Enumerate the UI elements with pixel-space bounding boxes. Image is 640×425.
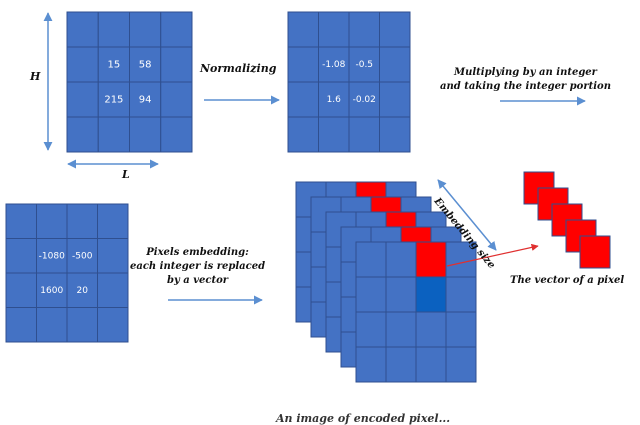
original-pixel-cell [66, 81, 99, 118]
multiplying-label: Multiplying by an integer and taking the… [440, 66, 611, 94]
multiplying-label-line2: and taking the integer portion [440, 81, 611, 92]
pixel-vector-stack [523, 171, 611, 269]
normalized-pixel-value: 1.6 [327, 95, 342, 105]
original-pixel-cell [160, 81, 193, 118]
integer-pixel-value: -1080 [39, 251, 65, 261]
embedded-image-stack [295, 181, 477, 383]
original-pixel-cell [97, 46, 130, 83]
normalized-pixel-cell [379, 46, 411, 83]
embedded-cell [355, 311, 387, 348]
multiplying-label-line1: Multiplying by an integer [454, 67, 597, 78]
original-pixel-cell [129, 11, 162, 48]
normalized-pixel-cell [287, 116, 319, 153]
normalizing-label: Normalizing [200, 62, 277, 75]
normalized-pixel-value: -0.5 [355, 60, 373, 70]
original-pixel-cell [129, 116, 162, 153]
integer-pixel-cell [66, 203, 98, 239]
embedded-cell [355, 276, 387, 313]
integer-pixel-cell [97, 238, 129, 274]
pixel-to-vector-arrow [446, 243, 539, 267]
original-pixel-value: 15 [108, 60, 121, 71]
integer-pixel-cell [97, 203, 129, 239]
embedding-label: Pixels embedding: each integer is replac… [130, 246, 265, 288]
embedded-cell [445, 311, 477, 348]
embedding-size-arrow [437, 179, 497, 251]
normalized-pixel-cell [287, 46, 319, 83]
normalized-pixel-cell [379, 116, 411, 153]
integer-pixel-cell [5, 203, 37, 239]
integer-pixel-value: -500 [72, 251, 93, 261]
integer-pixel-grid: -1080 -500 1600 20 [5, 203, 129, 343]
original-pixel-value: 58 [139, 60, 152, 71]
embedded-cell [415, 311, 447, 348]
original-pixel-cell [129, 46, 162, 83]
original-pixel-value: 215 [104, 95, 123, 106]
normalized-pixel-cell [379, 11, 411, 48]
integer-pixel-cell [66, 272, 98, 308]
embedded-cell [385, 276, 417, 313]
normalized-pixel-value: -1.08 [322, 60, 346, 70]
normalized-pixel-cell [379, 81, 411, 118]
normalized-pixel-cell [348, 11, 380, 48]
integer-pixel-cell [97, 307, 129, 343]
embedded-cell [445, 276, 477, 313]
integer-pixel-cell [36, 203, 68, 239]
vector-of-pixel-label: The vector of a pixel [510, 275, 625, 286]
embedding-label-line2: each integer is replaced [130, 261, 266, 272]
normalized-pixel-grid: -1.08 -0.5 1.6 -0.02 [287, 11, 411, 153]
height-label: H [30, 70, 41, 83]
embedded-cell [415, 241, 447, 278]
embedded-cell [415, 276, 447, 313]
original-pixel-cell [66, 11, 99, 48]
integer-pixel-cell [66, 307, 98, 343]
embedded-cell [445, 346, 477, 383]
embedded-cell [355, 346, 387, 383]
normalized-pixel-cell [348, 46, 380, 83]
embedded-cell [385, 346, 417, 383]
integer-pixel-value: 20 [77, 286, 89, 296]
original-pixel-cell [160, 11, 193, 48]
embedding-label-line1: Pixels embedding: [146, 247, 249, 258]
embedding-label-line3: by a vector [167, 275, 229, 286]
integer-pixel-cell [5, 307, 37, 343]
embedded-cell [355, 241, 387, 278]
normalized-pixel-cell [348, 81, 380, 118]
integer-pixel-cell [5, 272, 37, 308]
length-label: L [122, 168, 130, 181]
integer-pixel-cell [36, 307, 68, 343]
original-pixel-cell [97, 116, 130, 153]
embedded-cell [385, 311, 417, 348]
normalized-pixel-value: -0.02 [353, 95, 376, 105]
normalized-pixel-cell [318, 11, 350, 48]
embedded-cell [415, 346, 447, 383]
normalized-pixel-cell [318, 116, 350, 153]
integer-pixel-value: 1600 [40, 286, 63, 296]
original-pixel-cell [160, 46, 193, 83]
embedded-cell [385, 241, 417, 278]
integer-pixel-cell [5, 238, 37, 274]
integer-pixel-cell [66, 238, 98, 274]
normalized-pixel-cell [348, 116, 380, 153]
original-pixel-value: 94 [139, 95, 152, 106]
original-pixel-cell [160, 116, 193, 153]
original-pixel-cell [97, 11, 130, 48]
normalized-pixel-cell [287, 11, 319, 48]
original-pixel-cell [66, 46, 99, 83]
integer-pixel-cell [97, 272, 129, 308]
bottom-caption: An image of encoded pixel... [276, 412, 451, 425]
pixel-vector-element [579, 235, 611, 269]
original-pixel-grid: 15 58 215 94 [66, 11, 193, 153]
original-pixel-cell [66, 116, 99, 153]
normalized-pixel-cell [287, 81, 319, 118]
